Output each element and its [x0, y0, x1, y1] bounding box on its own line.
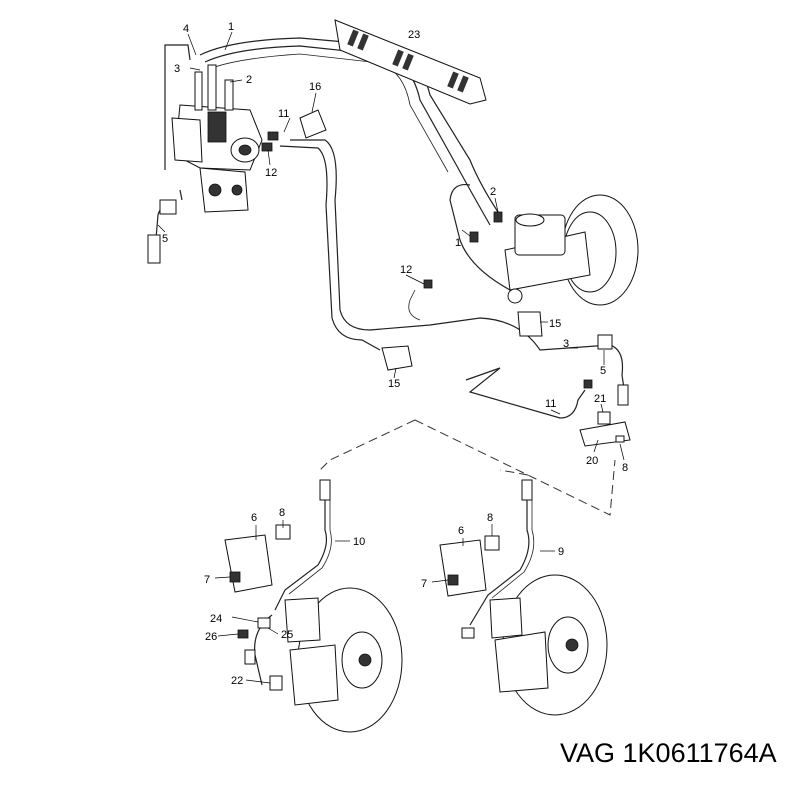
dashed-route-right	[414, 419, 616, 516]
dashed-route-left	[319, 419, 416, 471]
callout-1-top: 1	[228, 21, 234, 33]
pipe-clip-16	[299, 109, 327, 139]
brake-line-bundle	[199, 37, 626, 419]
pipe-clip-15-right	[517, 311, 543, 337]
callout-12-mid: 12	[400, 264, 412, 276]
callout-22: 23	[408, 29, 420, 41]
callout-3-top: 3	[174, 63, 180, 75]
dashed-route-mid	[499, 469, 529, 476]
part-number-footer: VAG 1K0611764A	[560, 738, 790, 778]
front-left-brake-assembly	[224, 479, 403, 733]
front-right-brake-assembly	[439, 479, 608, 716]
callout-12-left: 12	[265, 167, 277, 179]
callout-2-top: 2	[246, 74, 252, 86]
callout-26: 26	[205, 631, 217, 643]
callout-1-right: 1	[455, 237, 461, 249]
brand-label: VAG	[560, 738, 616, 768]
callout-16: 16	[309, 81, 321, 93]
brake-hose-5-left	[147, 189, 183, 264]
pipe-clip-15-lower	[381, 345, 413, 371]
callout-21: 21	[594, 393, 606, 405]
callout-3-right: 3	[563, 338, 569, 350]
callout-5-left: 5	[162, 233, 168, 245]
callout-8-left: 8	[279, 507, 285, 519]
master-cylinder-booster	[504, 194, 639, 306]
callout-4: 4	[183, 23, 189, 35]
callout-10: 10	[353, 536, 365, 548]
callout-15-lower: 15	[388, 378, 400, 390]
callout-20: 20	[586, 455, 598, 467]
callout-5-right: 5	[600, 365, 606, 377]
callout-7-left: 7	[204, 574, 210, 586]
callout-25: 25	[281, 629, 293, 641]
callout-6-right: 6	[458, 525, 464, 537]
callout-6-left: 6	[251, 512, 257, 524]
callout-9: 9	[558, 546, 564, 558]
bracket-20-21	[579, 411, 631, 447]
callout-15-right: 15	[549, 318, 561, 330]
abs-control-unit	[164, 44, 263, 213]
brake-hose-5-right	[597, 334, 629, 406]
callout-11-top: 11	[278, 108, 289, 120]
callout-24: 24	[210, 613, 222, 625]
callout-labels: 4 1 23 3 2 16 11 12 2 1 5 12 15 3 5 15 1…	[162, 21, 628, 687]
pipe-bracket-22	[334, 19, 487, 105]
callout-2-right: 2	[490, 186, 496, 198]
callout-8-right-top: 8	[622, 462, 628, 474]
callout-23: 22	[231, 675, 243, 687]
callout-11-right: 11	[545, 398, 556, 410]
callout-8-right: 8	[487, 512, 493, 524]
callout-7-right: 7	[421, 578, 427, 590]
leader-lines	[157, 31, 625, 684]
part-number: 1K0611764A	[622, 738, 777, 768]
